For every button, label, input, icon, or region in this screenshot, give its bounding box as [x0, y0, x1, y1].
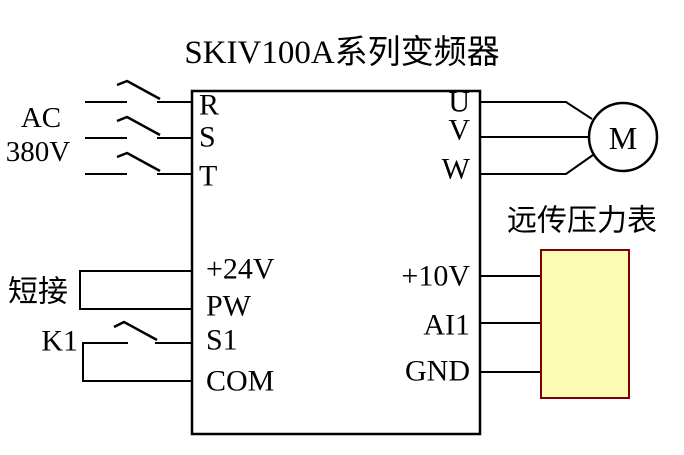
- terminal-gnd: GND: [405, 355, 470, 388]
- terminal-24v: +24V: [206, 253, 275, 286]
- motor-label: M: [609, 120, 637, 156]
- terminal-ai1: AI1: [423, 309, 470, 342]
- supply-label-voltage: 380V: [6, 136, 71, 168]
- terminal-t: T: [199, 160, 217, 193]
- terminal-pw: PW: [206, 290, 252, 323]
- terminal-com: COM: [206, 365, 274, 398]
- wire-w-to-motor: [480, 154, 594, 175]
- terminal-u: U: [448, 86, 470, 119]
- terminal-v: V: [448, 114, 470, 147]
- pressure-gauge-box: [540, 249, 630, 399]
- phase-r-switch-blade-icon: [116, 79, 161, 101]
- contact-k1-branch: [82, 342, 192, 382]
- phase-s-switch-blade-icon: [116, 115, 161, 137]
- terminal-s: S: [199, 121, 216, 154]
- contact-k1-label: K1: [41, 325, 78, 358]
- jumper-label: 短接: [8, 276, 68, 309]
- phase-t-switch-blade-icon: [116, 151, 161, 173]
- motor-circle: [587, 101, 659, 173]
- inverter-box: [190, 89, 482, 436]
- gauge-label: 远传压力表: [507, 205, 657, 238]
- diagram-title: SKIV100A系列变频器: [184, 34, 499, 71]
- terminal-w: W: [442, 153, 471, 186]
- terminal-s1: S1: [206, 324, 238, 357]
- supply-label-ac: AC: [21, 102, 61, 134]
- terminal-10v: +10V: [401, 260, 470, 293]
- jumper-link: [79, 270, 192, 310]
- terminal-r: R: [199, 89, 219, 122]
- wire-u-to-motor: [480, 101, 593, 120]
- contact-k1-blade-icon: [113, 320, 158, 342]
